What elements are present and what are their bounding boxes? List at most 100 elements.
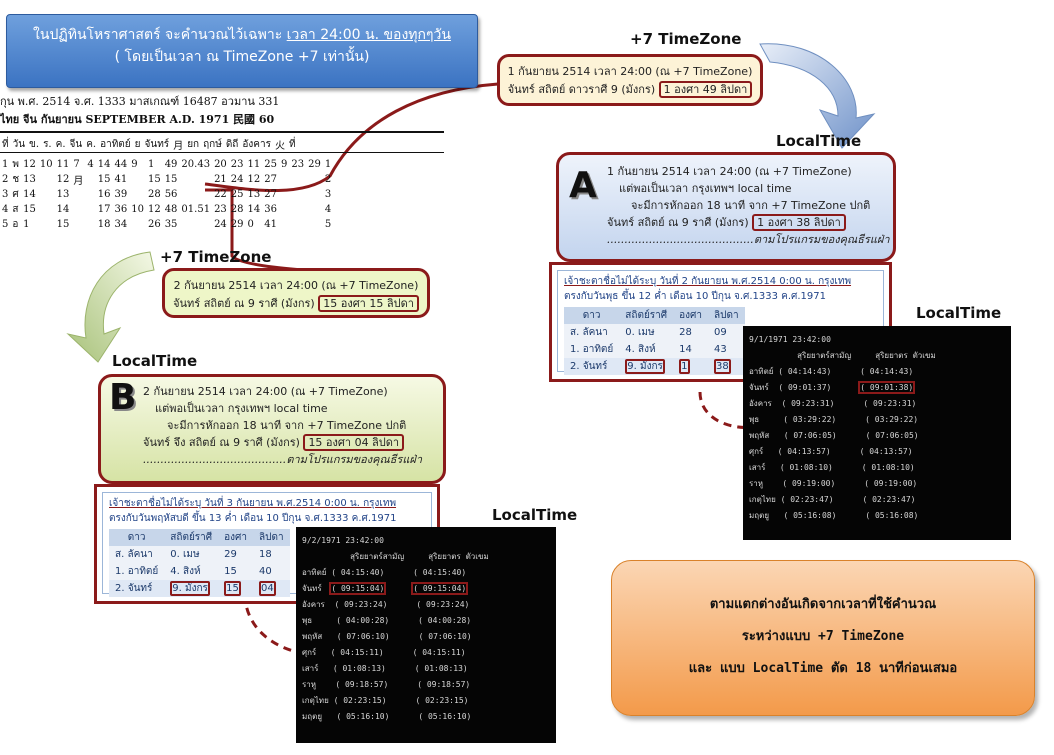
- almanac-cell: [71, 202, 85, 217]
- console-value-true: ( 07:06:05): [865, 431, 919, 440]
- almanac-cell: 56: [164, 189, 178, 200]
- console-value-true: ( 04:15:11): [412, 648, 466, 657]
- title-line1-emph: เวลา 24:00 น. ของทุกๆวัน: [286, 27, 451, 43]
- table-cell: 40: [253, 563, 290, 580]
- console-value-standard: ( 03:29:22): [783, 415, 837, 424]
- curved-arrow-green: [66, 251, 155, 363]
- box-A-line1: 1 กันยายน 2514 เวลา 24:00 (ณ +7 TimeZone…: [607, 165, 852, 178]
- console-value-true: ( 09:01:38): [858, 381, 916, 394]
- almanac-cell: [38, 202, 55, 217]
- console-value-standard: ( 05:16:10): [336, 712, 390, 721]
- console-planet: พุธ: [749, 415, 784, 424]
- box-B-line5: ........................................…: [143, 453, 423, 466]
- table-cell-text: 43: [714, 344, 727, 355]
- almanac-cell: 48: [164, 204, 178, 215]
- callout-plus-line2: จันทร์ สถิตย์ ณ 9 ราศี (มังกร) 15 องศา 1…: [165, 295, 427, 313]
- console-planet: พุธ: [302, 616, 337, 625]
- table-cell-text: ส. ลัคนา: [115, 549, 153, 560]
- almanac-header-cell: ย: [134, 139, 141, 150]
- table-cell: ส. ลัคนา: [109, 546, 165, 563]
- local-label-B: LocalTime: [112, 352, 198, 370]
- almanac-cell: [306, 202, 323, 217]
- almanac-cell: [85, 202, 95, 217]
- almanac-cell: 5: [2, 219, 9, 230]
- table-cell: 15: [218, 580, 254, 597]
- callout-top-line2: จันทร์ สถิตย์ ดาวราศี 9 (มังกร) 1 องศา 4…: [500, 81, 760, 99]
- table-header-cell: สถิตย์ราศี: [619, 307, 674, 324]
- panel-B-head: เจ้าชะตาชื่อไม่ได้ระบุ วันที่ 3 กันยายน …: [109, 498, 397, 509]
- almanac-cell: 4: [87, 159, 94, 170]
- almanac-cell: 20.43: [181, 159, 211, 170]
- console-row: ศุกร์ ( 04:15:11) ( 04:15:11): [302, 645, 550, 661]
- console-value-true: ( 09:23:24): [416, 600, 470, 609]
- table-cell: 1: [673, 358, 709, 375]
- almanac-cell: [38, 187, 55, 202]
- almanac-cell: ช: [12, 174, 20, 185]
- almanac-cell: 25: [264, 159, 277, 170]
- callout-plus-prefix: จันทร์ สถิตย์ ณ 9 ราศี (มังกร): [173, 297, 315, 310]
- table-cell: 2. จันทร์: [564, 358, 620, 375]
- table-header-cell: ดาว: [564, 307, 620, 324]
- almanac-cell: [38, 217, 55, 232]
- table-cell: 9. มังกร: [619, 358, 674, 375]
- almanac-cell: 4: [324, 204, 332, 215]
- almanac-cell: [179, 172, 212, 187]
- console-value-standard: ( 09:15:04): [329, 582, 387, 595]
- almanac-cell: 2: [2, 174, 9, 185]
- console-planet: อาทิตย์: [302, 568, 332, 577]
- box-A-line4: จันทร์ สถิตย์ ณ 9 ราศี (มังกร) 1 องศา 38…: [607, 214, 893, 231]
- almanac-cell: 35: [164, 219, 178, 230]
- console-row: เสาร์ ( 01:08:13) ( 01:08:13): [302, 661, 550, 677]
- almanac-cell: 9: [281, 159, 288, 170]
- almanac-cell: 36: [114, 204, 128, 215]
- box-A-value: 1 องศา 38 ลิปดา: [752, 214, 846, 231]
- console-value-standard: ( 04:15:40): [331, 568, 385, 577]
- almanac-cell: 3: [2, 189, 9, 200]
- console-value-standard: ( 09:23:31): [781, 399, 835, 408]
- console-value-standard: ( 02:23:15): [333, 696, 387, 705]
- almanac-cell: 23: [214, 204, 227, 215]
- console-value-standard: ( 01:08:13): [332, 664, 386, 673]
- table-cell-text: 1. อาทิตย์: [570, 344, 614, 355]
- almanac-cell: [71, 217, 85, 232]
- almanac-cell: 29: [308, 159, 321, 170]
- table-cell-text: 28: [679, 327, 692, 338]
- table-cell-text: 1: [679, 359, 690, 374]
- almanac-table: กุน พ.ศ. 2514 จ.ศ. 1333 มาสเกณฑ์ 16487 อ…: [0, 92, 444, 238]
- console-row: พฤหัส ( 07:06:05) ( 07:06:05): [749, 428, 1005, 444]
- almanac-header: ที่วันข.ร.ค.จีนค.อาทิตย์ยจันทร์月ยกฤกษ์ดิ…: [0, 131, 444, 153]
- table-cell-text: 40: [259, 566, 272, 577]
- almanac-cell: 28: [230, 204, 244, 215]
- table-cell-text: 2. จันทร์: [570, 361, 608, 372]
- almanac-cell: 15: [97, 174, 111, 185]
- table-header-cell: องศา: [673, 307, 709, 324]
- almanac-cell: [85, 172, 95, 187]
- box-A-line2: แต่พอเป็นเวลา กรุงเทพฯ local time: [619, 182, 792, 195]
- console-row: พุธ ( 04:00:28) ( 04:00:28): [302, 613, 550, 629]
- almanac-cell: 1: [324, 159, 332, 170]
- table-cell-text: 04: [259, 581, 276, 596]
- table-cell-text: 1. อาทิตย์: [115, 566, 159, 577]
- letter-A: A: [569, 165, 597, 206]
- app-panel-B: เจ้าชะตาชื่อไม่ได้ระบุ วันที่ 3 กันยายน …: [94, 484, 440, 604]
- almanac-cell: 12: [23, 159, 36, 170]
- console-value-standard: ( 09:18:57): [335, 680, 389, 689]
- table-cell: 15: [218, 563, 254, 580]
- box-B-line1: 2 กันยายน 2514 เวลา 24:00 (ณ +7 TimeZone…: [143, 385, 388, 398]
- console-value-standard: ( 09:19:00): [782, 479, 836, 488]
- almanac-cell: [289, 202, 306, 217]
- table-cell-text: 0. เมษ: [170, 549, 200, 560]
- almanac-cell: 1: [147, 159, 155, 170]
- almanac-cell: 13: [247, 189, 261, 200]
- table-cell: 4. สิงห์: [619, 341, 674, 358]
- almanac-header-cell: จีน: [69, 139, 83, 150]
- console-value-true: ( 05:16:10): [418, 712, 472, 721]
- almanac-cell: 4: [2, 204, 9, 215]
- console-A-header: สุริยยาตร์สามัญ สุริยยาตร ตัวเขม: [749, 351, 936, 360]
- console-A-date: 9/1/1971 23:42:00: [749, 335, 831, 344]
- table-cell: 0. เมษ: [619, 324, 674, 341]
